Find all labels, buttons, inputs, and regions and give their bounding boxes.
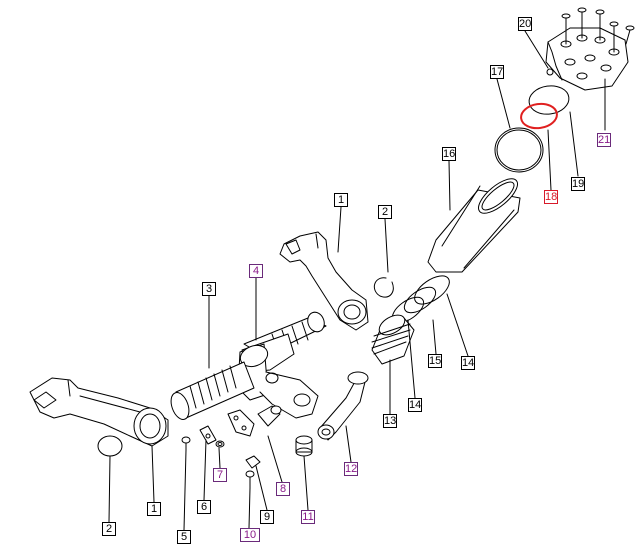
part-7-nut: [215, 440, 225, 448]
part-12-handle: [317, 371, 369, 441]
callout-1-lower[interactable]: 1: [147, 502, 161, 516]
callout-1-upper[interactable]: 1: [334, 193, 348, 207]
callout-2-upper[interactable]: 2: [378, 205, 392, 219]
part-13-piston: [371, 314, 415, 365]
callout-12[interactable]: 12: [344, 462, 358, 476]
part-2-snap-ring-lower: [97, 435, 123, 457]
callout-11[interactable]: 11: [301, 510, 315, 524]
part-14-ring-upper: [414, 275, 450, 305]
callout-14-right[interactable]: 14: [461, 356, 475, 370]
leader-lines: [108, 30, 606, 531]
part-21-bolt-shafts: [561, 7, 635, 53]
part-1-arm-upper: [279, 231, 369, 331]
callout-8[interactable]: 8: [276, 482, 290, 496]
part-15-ring: [403, 286, 437, 314]
callout-16[interactable]: 16: [442, 147, 456, 161]
callout-7[interactable]: 7: [213, 468, 227, 482]
callout-14-lower[interactable]: 14: [408, 398, 422, 412]
callout-5[interactable]: 5: [177, 530, 191, 544]
part-6-clip: [199, 425, 217, 445]
part-21-cover: [545, 7, 635, 91]
callout-10[interactable]: 10: [240, 528, 260, 542]
callout-3[interactable]: 3: [202, 282, 216, 296]
callout-15[interactable]: 15: [428, 354, 442, 368]
callout-9[interactable]: 9: [260, 510, 274, 524]
part-2-snap-ring-upper: [373, 277, 394, 298]
part-1-arm-lower: [29, 377, 169, 447]
part-5-screw: [181, 436, 191, 451]
part-10-bolt: [245, 470, 255, 489]
callout-20[interactable]: 20: [518, 17, 532, 31]
part-9-washer: [245, 455, 261, 469]
callout-17[interactable]: 17: [490, 65, 504, 79]
part-16-cylinder: [427, 178, 521, 273]
callout-4[interactable]: 4: [249, 264, 263, 278]
callout-21[interactable]: 21: [597, 133, 611, 147]
callout-13[interactable]: 13: [383, 414, 397, 428]
callout-2-lower[interactable]: 2: [102, 522, 116, 536]
callout-18[interactable]: 18: [544, 190, 558, 204]
part-4-spline-shaft: [237, 311, 327, 419]
part-19-o-ring: [528, 85, 570, 115]
part-21-bolt-heads: [560, 34, 620, 80]
part-18-o-ring-selected: [520, 102, 558, 130]
part-3-long-shaft: [170, 361, 255, 420]
callout-19[interactable]: 19: [571, 177, 585, 191]
part-11-bushing: [295, 435, 313, 457]
part-17-large-ring: [494, 127, 544, 173]
part-8-bracket-and-pin: [227, 405, 282, 437]
part-20-small-ball: [546, 68, 554, 76]
callout-6[interactable]: 6: [197, 500, 211, 514]
